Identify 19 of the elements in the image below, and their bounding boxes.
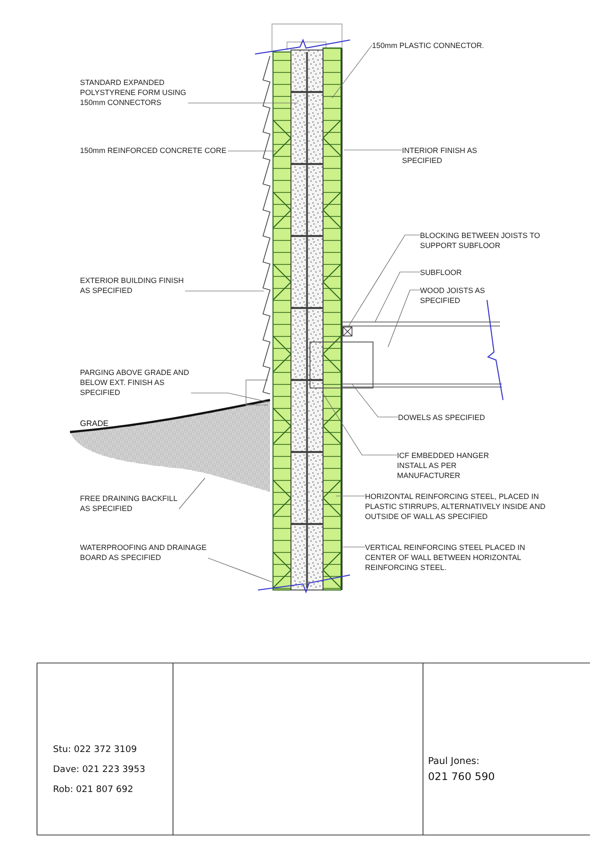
leader-line [342, 546, 366, 548]
leader-line [208, 558, 272, 582]
leader-line [178, 478, 206, 510]
contact-phone: Rob: 021 807 692 [53, 785, 134, 795]
leader-line [348, 234, 420, 328]
leader-line [188, 102, 298, 104]
leader-line [352, 384, 398, 418]
leader-line [332, 44, 372, 98]
leader-line [322, 392, 398, 456]
leader-line [374, 272, 420, 322]
grade-label: GRADE [80, 419, 108, 428]
contact-phone: 021 760 590 [428, 771, 495, 783]
leader-line [228, 150, 276, 152]
contact-phone: Dave: 021 223 3953 [53, 765, 146, 775]
leader-line [388, 290, 420, 348]
contact-phone: Stu: 022 372 3109 [53, 745, 137, 755]
leader-line [190, 392, 268, 402]
contact-name: Paul Jones: [428, 756, 480, 767]
leader-line [184, 290, 264, 292]
